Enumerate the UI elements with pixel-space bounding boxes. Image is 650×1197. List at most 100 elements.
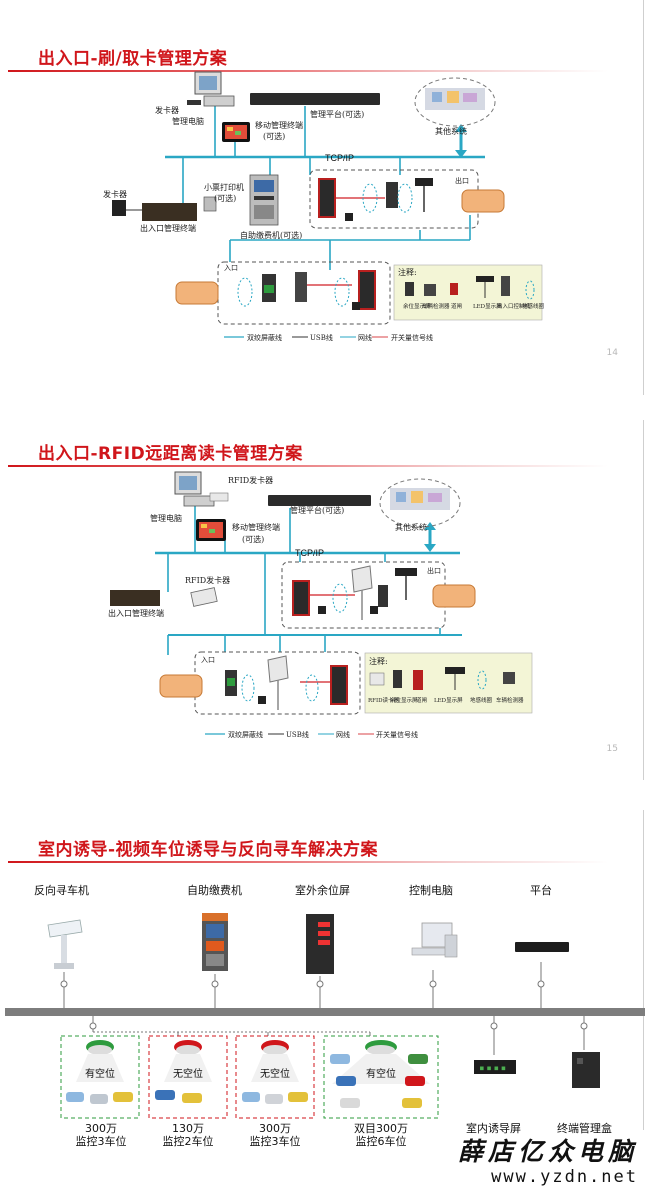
svg-text:双绞屏蔽线: 双绞屏蔽线 — [247, 333, 282, 342]
exit-car-icon — [461, 189, 505, 213]
svg-text:网线: 网线 — [336, 730, 350, 739]
network-links — [182, 105, 471, 270]
card-issuer-pc-label: 发卡器 — [155, 105, 179, 115]
entry-car-icon — [175, 281, 219, 305]
rfid-issuer-pc-label: RFID发卡器 — [228, 475, 273, 485]
note-icons — [405, 276, 535, 300]
rfid-issuer-icon — [190, 587, 218, 607]
device-connectors — [60, 962, 545, 1008]
watermark-name: 薛店亿众电脑 — [457, 1137, 638, 1166]
entry-terminal-label: 出入口管理终端 — [140, 223, 196, 233]
camera-group-3 — [235, 1035, 315, 1119]
entry-label-2: 入口 — [201, 656, 215, 664]
other-system-cloud-2 — [379, 478, 461, 528]
note-2-4: LED显示屏 — [434, 697, 463, 704]
camera-4-status: 有空位 — [366, 1067, 396, 1080]
camera-2-caption: 130万监控2车位 — [162, 1122, 214, 1148]
note-2-1: RFID读卡器 — [368, 696, 400, 704]
other-system-arrow-2 — [424, 522, 436, 552]
slide-3-title-rule — [8, 861, 608, 863]
terminal-box-label: 终端管理盒 — [557, 1122, 612, 1135]
exit-zone — [309, 169, 479, 229]
note-title-2: 注释: — [369, 656, 388, 666]
slide-3-frame — [643, 810, 644, 1130]
indoor-guide-screen-icon — [474, 1060, 516, 1074]
other-system-arrow — [455, 124, 467, 158]
slide-1-number: 14 — [606, 348, 618, 358]
exit-equipment-2 — [292, 565, 417, 620]
exit-car-icon-2 — [432, 584, 476, 608]
camera-icons — [76, 1040, 430, 1084]
camera-2-status: 无空位 — [173, 1067, 203, 1080]
watermark-url: www.yzdn.net — [491, 1167, 638, 1187]
camera-1-caption: 300万监控3车位 — [75, 1122, 127, 1148]
note-panel — [393, 264, 543, 321]
note-2-5: 地感线圈 — [470, 696, 493, 704]
entry-equipment-2 — [225, 655, 348, 710]
management-pc-icon — [187, 71, 235, 107]
device-label-platform: 平台 — [530, 884, 552, 897]
slide-2-number: 15 — [606, 744, 618, 754]
management-pc-icon-2 — [174, 471, 229, 507]
note-5: 出入口控制机 — [497, 302, 531, 310]
device-label-control-pc: 控制电脑 — [409, 884, 453, 897]
terminal-box-icon — [572, 1052, 600, 1088]
camera-3-status: 无空位 — [260, 1067, 290, 1080]
mobile-terminal-icon-2 — [196, 519, 226, 541]
note-3: 道闸 — [451, 302, 462, 310]
platform-server-icon-3 — [515, 942, 569, 952]
legend-2: 双绞屏蔽线 USB线 网线 开关量信号线 — [205, 730, 418, 739]
svg-text:网线: 网线 — [358, 333, 372, 342]
ticket-printer-label: 小票打印机 — [204, 182, 244, 192]
note-title: 注释: — [398, 267, 417, 277]
note-2: 车辆检测器 — [422, 302, 450, 310]
platform-server-icon — [250, 93, 380, 105]
slide-3-title: 室内诱导-视频车位诱导与反向寻车解决方案 — [38, 840, 379, 860]
note-icons-2 — [369, 667, 515, 690]
other-system-icon-2 — [390, 488, 450, 510]
device-label-reverse-search: 反向寻车机 — [34, 884, 89, 897]
platform-label-2: 管理平台(可选) — [290, 505, 344, 515]
ticket-printer-optional: (可选) — [214, 193, 236, 203]
camera-group-2 — [148, 1035, 228, 1119]
mgmt-pc-label: 管理电脑 — [172, 116, 204, 126]
device-label-kiosk: 自助缴费机 — [187, 884, 242, 897]
mobile-terminal-optional-2: (可选) — [242, 534, 264, 544]
kiosk-icon — [249, 174, 279, 226]
slide-3-diagram: 有空位 无空位 无空位 有空位 ■ ■ ■ ■ — [5, 913, 645, 1119]
camera-1-status: 有空位 — [85, 1067, 115, 1080]
payment-kiosk-icon — [202, 913, 228, 971]
svg-text:USB线: USB线 — [286, 730, 309, 739]
camera-group-1 — [60, 1035, 140, 1119]
indoor-screen-glyphs: ■ ■ ■ ■ — [480, 1065, 506, 1072]
slide-3: 室内诱导-视频车位诱导与反向寻车解决方案 反向寻车机 自助缴费机 室外余位屏 控… — [0, 810, 650, 1197]
kiosk-label: 自助缴费机(可选) — [240, 230, 302, 240]
other-system-label-2: 其他系统 — [395, 522, 427, 532]
other-system-label: 其他系统 — [435, 126, 467, 136]
note-2-2: 余位显示屏 — [390, 696, 418, 704]
camera-3-caption: 300万监控3车位 — [249, 1122, 301, 1148]
legend-1: 双绞屏蔽线 USB线 网线 开关量信号线 — [224, 333, 433, 342]
network-links-2 — [167, 502, 441, 655]
entry-label: 入口 — [224, 264, 238, 272]
exit-label: 出口 — [455, 176, 469, 185]
downlinks — [89, 1016, 588, 1055]
mobile-terminal-icon — [222, 122, 250, 142]
svg-text:双绞屏蔽线: 双绞屏蔽线 — [228, 730, 263, 739]
mobile-terminal-label-2: 移动管理终端 — [232, 522, 280, 532]
control-pc-icon — [411, 922, 458, 958]
slide-2: 出入口-RFID远距离读卡管理方案 — [0, 420, 650, 780]
entry-terminal-icon-2 — [110, 590, 160, 606]
card-issuer-label: 发卡器 — [103, 189, 127, 199]
camera-group-4 — [323, 1035, 439, 1119]
mobile-terminal-label: 移动管理终端 — [255, 120, 303, 130]
slide-1-title: 出入口-刷/取卡管理方案 — [38, 49, 228, 69]
mobile-terminal-optional: (可选) — [263, 131, 285, 141]
entry-car-icon-2 — [159, 674, 203, 698]
indoor-guide-screen-label: 室内诱导屏 — [466, 1122, 521, 1135]
note-6: 地感线圈 — [522, 302, 545, 310]
camera-4-caption: 双目300万监控6车位 — [354, 1122, 408, 1148]
slide-2-title-rule — [8, 465, 608, 467]
note-2-6: 车辆检测器 — [496, 696, 524, 704]
slide-2-frame — [643, 420, 644, 780]
